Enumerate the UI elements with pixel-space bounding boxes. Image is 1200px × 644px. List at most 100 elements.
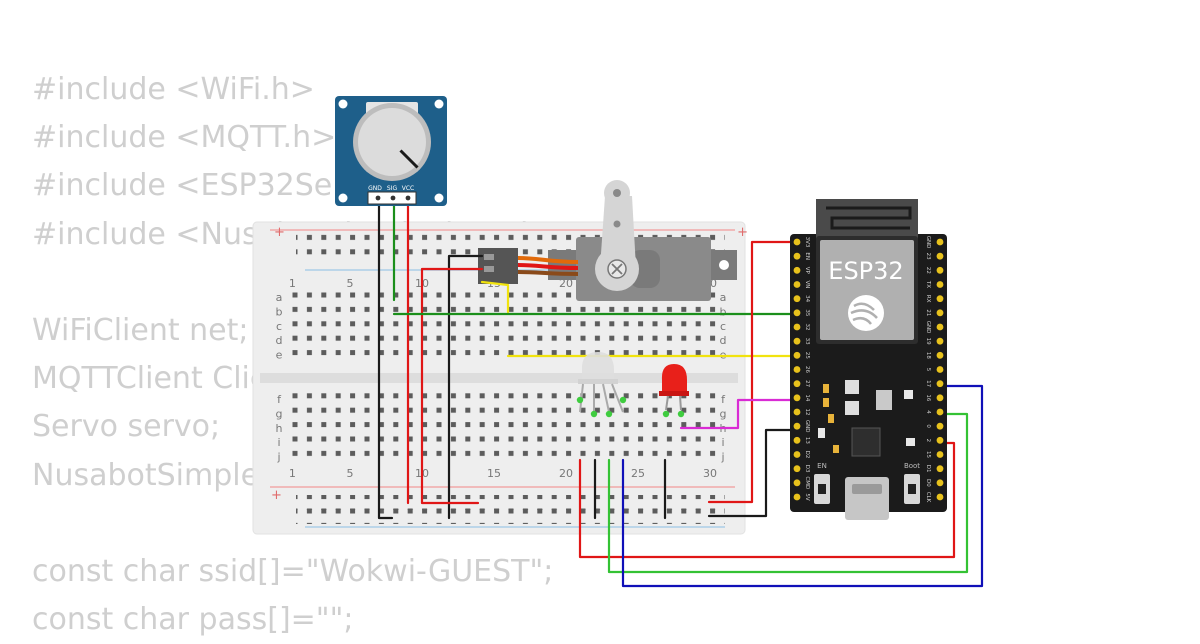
esp32-pin-label: VP: [804, 267, 810, 275]
esp32-pin[interactable]: [793, 394, 801, 402]
esp32-pin-label: VN: [804, 281, 810, 289]
esp32-pin[interactable]: [936, 436, 944, 444]
en-button-label: EN: [817, 462, 827, 470]
esp32-pin-label: 16: [925, 394, 931, 401]
wire-rgb-red: [578, 441, 956, 559]
column-number: 20: [559, 277, 573, 290]
esp32-pin[interactable]: [793, 451, 801, 458]
esp32-pin[interactable]: [793, 238, 801, 246]
esp32-pin[interactable]: [793, 366, 801, 373]
esp32-pin-label: 5: [925, 368, 931, 372]
esp32-pin[interactable]: [936, 422, 944, 430]
esp32-usb-chip: [851, 427, 881, 457]
esp32-component: [823, 398, 829, 407]
mount-hole: [338, 193, 348, 203]
pot-pin: [375, 195, 381, 201]
esp32-pin[interactable]: [793, 337, 801, 345]
esp32-pin[interactable]: [793, 380, 801, 388]
code-line: Servo servo;: [32, 409, 221, 445]
row-letter: b: [720, 305, 727, 318]
esp32-pin[interactable]: [793, 309, 801, 317]
esp32-pin[interactable]: [936, 465, 944, 473]
esp32-component: [906, 438, 915, 446]
esp32-pin[interactable]: [793, 436, 801, 444]
servo-mount-hole: [719, 260, 729, 270]
esp32-pin-label: 25: [804, 352, 810, 359]
servo-connector-pin: [484, 266, 494, 272]
rail-plus-label: +: [737, 225, 748, 240]
column-number: 30: [703, 467, 717, 480]
esp32-pin-label: 23: [925, 253, 931, 260]
column-number: 5: [347, 467, 354, 480]
rgb-led-leg: [611, 383, 624, 413]
esp32-pin[interactable]: [936, 281, 944, 288]
bottom-rail-holes: [296, 509, 725, 524]
esp32-pin[interactable]: [793, 479, 801, 487]
potentiometer[interactable]: GND SIG VCC: [335, 96, 447, 206]
esp32-pin[interactable]: [793, 323, 801, 331]
rgb-led[interactable]: [576, 352, 627, 418]
esp32-pin[interactable]: [936, 366, 944, 373]
esp32-pin[interactable]: [936, 394, 944, 402]
button-cap: [908, 484, 916, 494]
wire-pot-gnd: [377, 196, 394, 520]
esp32-devkit[interactable]: ESP32 3V3ENVPVN343532332526271412GND13D2…: [790, 199, 947, 520]
esp32-component: [833, 445, 839, 453]
esp32-pin[interactable]: [936, 493, 944, 501]
esp32-pin[interactable]: [793, 252, 801, 260]
servo-motor[interactable]: [478, 180, 737, 301]
esp32-pin[interactable]: [936, 238, 944, 246]
pot-pin-sig: SIG: [387, 185, 398, 192]
pot-pin-gnd: GND: [368, 185, 382, 192]
mount-hole: [434, 99, 444, 109]
esp32-pin[interactable]: [936, 309, 944, 317]
esp32-pin[interactable]: [936, 252, 944, 260]
esp32-pin-label: D2: [804, 451, 810, 459]
row-letter: b: [276, 305, 283, 318]
rgb-led-leg-end: [619, 396, 627, 404]
esp32-pin[interactable]: [793, 295, 801, 303]
esp32-pin[interactable]: [793, 493, 801, 501]
column-number: 20: [559, 467, 573, 480]
esp32-pin[interactable]: [936, 351, 944, 359]
esp32-pin[interactable]: [936, 337, 944, 345]
servo-horn-hole: [613, 189, 621, 197]
red-led[interactable]: [659, 364, 689, 418]
code-line: WiFiClient net;: [32, 312, 249, 348]
row-letter: j: [720, 451, 724, 464]
esp32-pin-label: 18: [925, 352, 931, 359]
knob-indicator: [399, 149, 419, 169]
esp32-pin-label: 32: [804, 324, 810, 331]
esp32-pin[interactable]: [936, 408, 944, 416]
esp32-pin[interactable]: [936, 295, 944, 303]
row-letter: c: [720, 320, 726, 333]
micro-usb-port[interactable]: [845, 477, 889, 520]
esp32-pin-label: TX: [925, 280, 931, 288]
esp32-pin[interactable]: [793, 266, 801, 274]
code-line: #include <MQTT.h>: [32, 120, 337, 156]
esp32-pin[interactable]: [936, 323, 944, 331]
mount-hole: [338, 99, 348, 109]
esp32-pin[interactable]: [793, 465, 801, 473]
esp32-pin[interactable]: [793, 281, 801, 288]
esp32-pin[interactable]: [793, 351, 801, 359]
esp32-pin[interactable]: [936, 451, 944, 458]
red-led-leg: [665, 395, 669, 411]
boot-button-label: Boot: [904, 462, 920, 470]
esp32-pin-label: GND: [925, 321, 931, 334]
red-led-leg-end: [677, 410, 685, 418]
esp32-pin[interactable]: [793, 408, 801, 416]
rgb-led-leg-end: [590, 410, 598, 418]
row-letter: i: [277, 436, 280, 449]
esp32-pin[interactable]: [936, 479, 944, 487]
wire-rgb-blue: [621, 384, 984, 588]
column-number: 5: [347, 277, 354, 290]
esp32-pin-label: RX: [925, 295, 931, 303]
row-letter: e: [276, 349, 283, 362]
column-number: 1: [289, 277, 296, 290]
esp32-pin[interactable]: [793, 422, 801, 430]
esp32-pin[interactable]: [936, 380, 944, 388]
wire-esp32-3v3: [707, 240, 799, 504]
esp32-pin[interactable]: [936, 266, 944, 274]
esp32-pin-label: D3: [804, 465, 810, 473]
